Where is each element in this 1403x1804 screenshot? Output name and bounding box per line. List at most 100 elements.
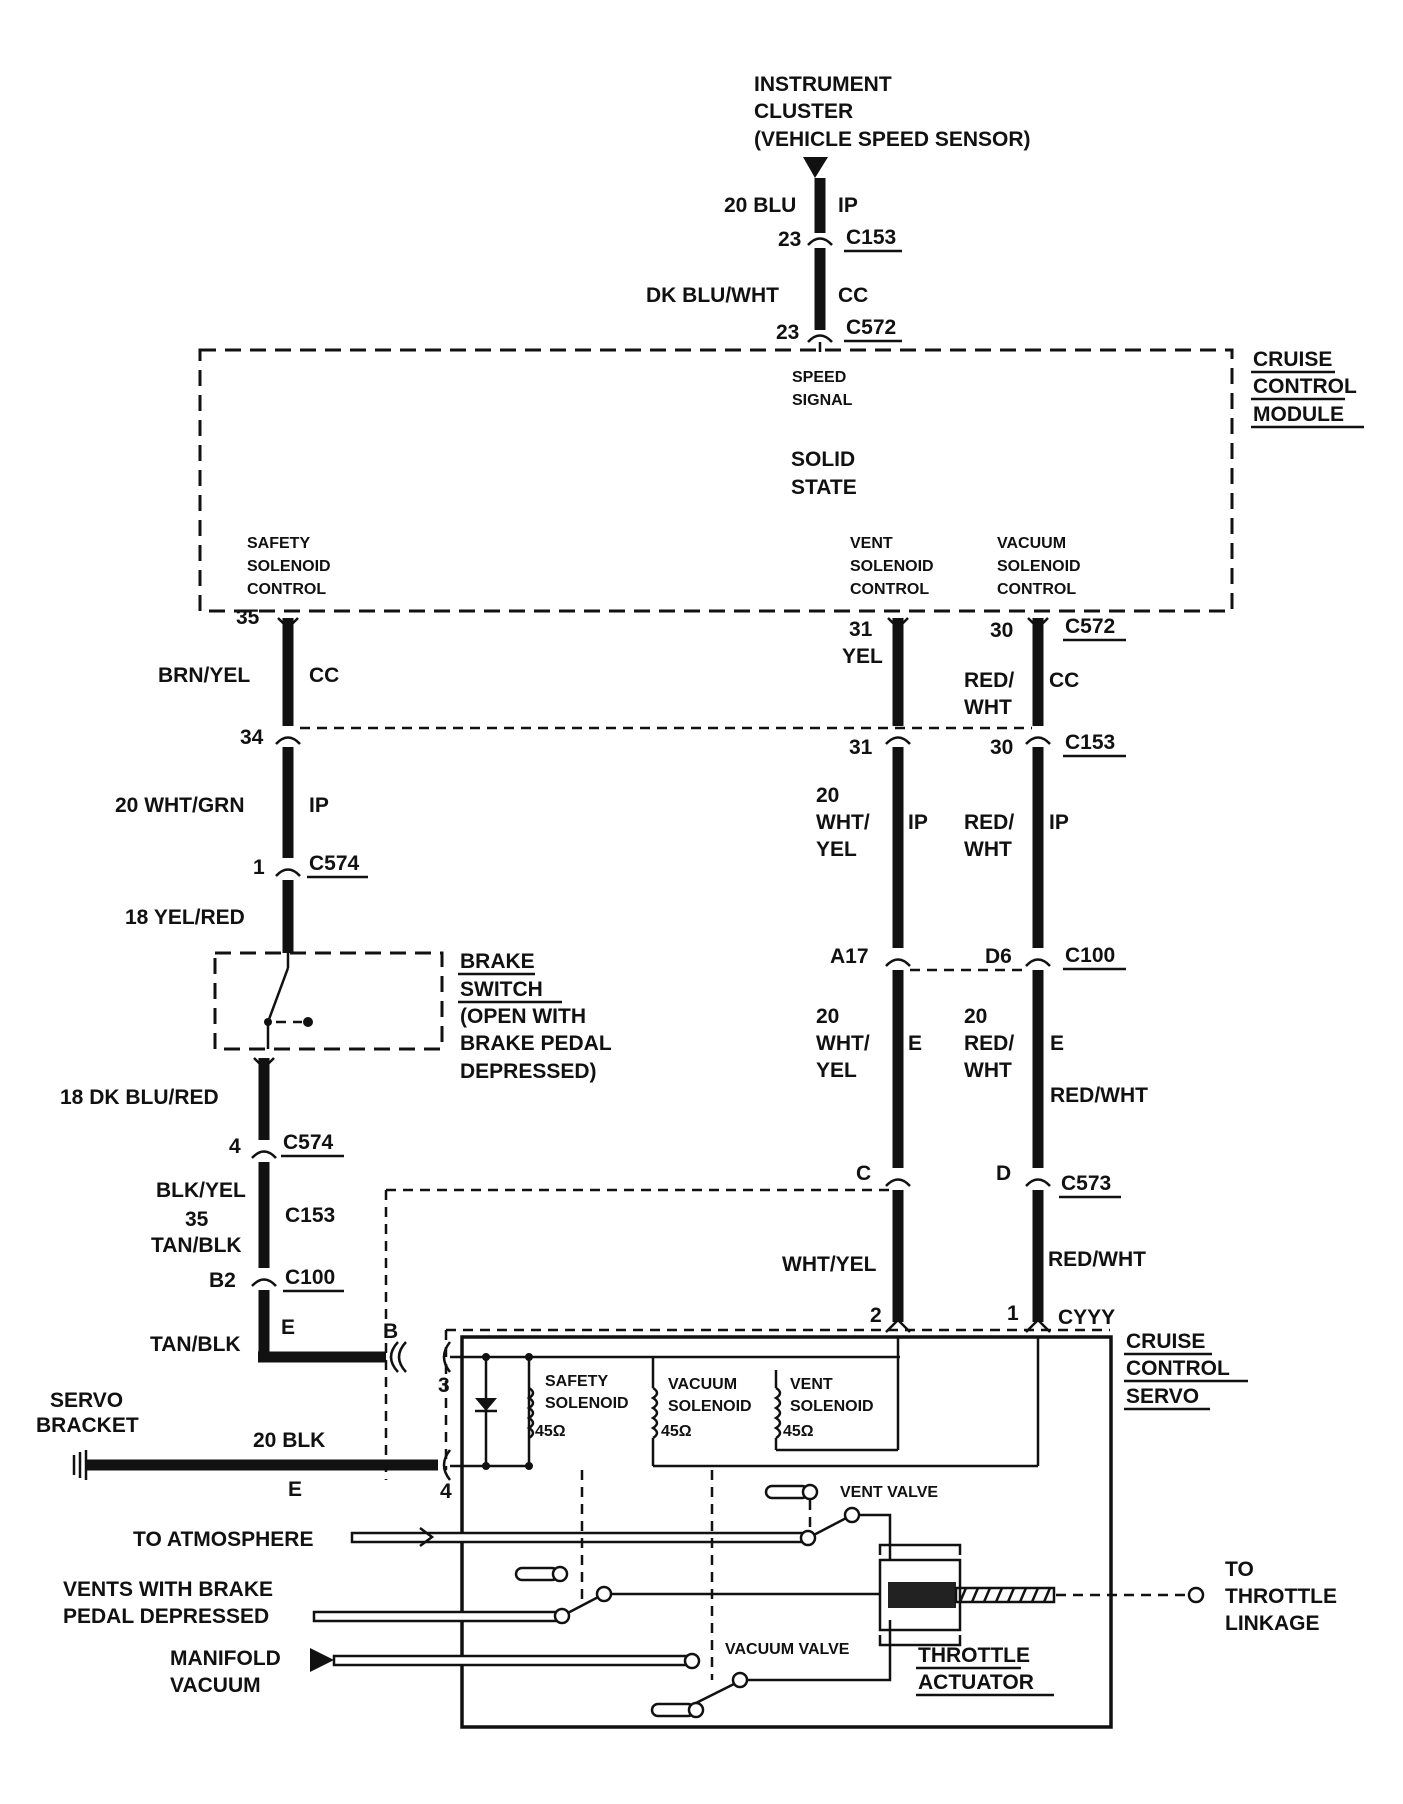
vacuum-gauge-20-label: 20 <box>964 1005 987 1028</box>
vent-wht-lower-label: WHT/ <box>816 1032 870 1055</box>
speed-wire-color-cc: DK BLU/WHT <box>646 284 779 307</box>
safety-solenoid-line-1: SAFETY <box>545 1373 608 1390</box>
vent-valve-label: VENT VALVE <box>840 1484 938 1501</box>
vacuum-solenoid-line-2: SOLENOID <box>668 1398 752 1415</box>
vacuum-control-line-1: VACUUM <box>997 535 1066 552</box>
vent-solenoid-coil-icon <box>773 1386 782 1440</box>
servo-pin-4-label: 4 <box>440 1480 452 1503</box>
vent-wht-label: WHT/ <box>816 811 870 834</box>
brake-switch-box <box>213 951 444 1051</box>
vacuum-wht-mid-label: WHT <box>964 838 1012 861</box>
connector-b-icon-b <box>397 1341 407 1373</box>
connector-c574-lower-label: C574 <box>283 1131 334 1154</box>
servo-title-line-2: CONTROL <box>1126 1357 1230 1380</box>
brake-switch-line-4: BRAKE PEDAL <box>460 1032 612 1055</box>
vent-solenoid-line-2: SOLENOID <box>790 1398 874 1415</box>
manifold-vacuum-hose-icon <box>310 1648 690 1672</box>
throttle-actuator-line-1: THROTTLE <box>918 1644 1030 1667</box>
diode-icon <box>475 1398 497 1411</box>
vent-control-line-3: CONTROL <box>850 581 929 598</box>
wire-red-wht-lower-label: RED/WHT <box>1048 1248 1146 1271</box>
vacuum-control-line-2: SOLENOID <box>997 558 1081 575</box>
connector-c153-speed-icon <box>807 237 833 246</box>
brake-switch-line-3: (OPEN WITH <box>460 1005 586 1028</box>
speed-wire-harness-cc: CC <box>838 284 868 307</box>
vacuum-solenoid-resistance: 45Ω <box>661 1423 692 1440</box>
vacuum-red-mid-label: RED/ <box>964 811 1014 834</box>
servo-pin-3-label: 3 <box>438 1374 450 1397</box>
solid-state-line-2: STATE <box>791 476 857 499</box>
solid-state-line-1: SOLID <box>791 448 855 471</box>
vacuum-solenoid-coil-icon <box>650 1386 659 1440</box>
vents-with-brake-line-2: PEDAL DEPRESSED <box>63 1605 269 1628</box>
to-throttle-line-2: THROTTLE <box>1225 1585 1337 1608</box>
instrument-cluster-line-3: (VEHICLE SPEED SENSOR) <box>754 128 1031 151</box>
wire-brn-yel-label: BRN/YEL <box>158 664 250 687</box>
pin-31-lower-label: 31 <box>849 736 873 759</box>
wire-wht-grn-label: 20 WHT/GRN <box>115 794 245 817</box>
brake-switch-line-5: DEPRESSED) <box>460 1060 597 1083</box>
pin-2-label: 2 <box>870 1304 882 1327</box>
speed-wire-gauge-color: 20 BLU <box>724 194 796 217</box>
pin-35-label: 35 <box>236 606 260 629</box>
speed-wire-pin-c153: 23 <box>778 228 801 251</box>
vacuum-valve-label: VACUUM VALVE <box>725 1641 850 1658</box>
pin-30-lower-label: 30 <box>990 736 1013 759</box>
connector-c574-upper-label: C574 <box>309 852 360 875</box>
vacuum-red-lower-label: RED/ <box>964 1032 1014 1055</box>
connector-c153-label: C153 <box>846 226 896 249</box>
pin-a17-label: A17 <box>830 945 869 968</box>
speed-signal-line-2: SIGNAL <box>792 392 853 409</box>
speed-signal-line-1: SPEED <box>792 369 846 386</box>
connector-c153-right-label: C153 <box>1065 731 1115 754</box>
pin-d6-label: D6 <box>985 945 1012 968</box>
harness-e-left-label: E <box>281 1316 295 1339</box>
servo-title-line-3: SERVO <box>1126 1385 1199 1408</box>
safety-control-line-1: SAFETY <box>247 535 310 552</box>
vent-solenoid-resistance: 45Ω <box>783 1423 814 1440</box>
to-throttle-line-3: LINKAGE <box>1225 1612 1320 1635</box>
speed-wire-harness-ip: IP <box>838 194 858 217</box>
vent-solenoid-line-1: VENT <box>790 1376 833 1393</box>
wire-blk-yel-label: BLK/YEL <box>156 1179 246 1202</box>
connector-b-icon-a <box>389 1341 399 1373</box>
vents-with-brake-line-1: VENTS WITH BRAKE <box>63 1578 273 1601</box>
connector-c100-right-label: C100 <box>1065 944 1115 967</box>
connector-c573-vent-icon <box>885 1178 911 1187</box>
vent-control-line-2: SOLENOID <box>850 558 934 575</box>
vacuum-control-line-3: CONTROL <box>997 581 1076 598</box>
vent-gauge-20-label: 20 <box>816 784 839 807</box>
connector-c153-vacuum-icon <box>1025 736 1051 745</box>
wire-dk-blu-red-label: 18 DK BLU/RED <box>60 1086 219 1109</box>
connector-c573-vacuum-icon <box>1025 1178 1051 1187</box>
wire-wht-yel-label: WHT/YEL <box>782 1253 877 1276</box>
pin-4-label: 4 <box>229 1135 241 1158</box>
pin-b2-label: B2 <box>209 1269 236 1292</box>
safety-solenoid-resistance: 45Ω <box>535 1423 566 1440</box>
instrument-cluster-label: INSTRUMENT CLUSTER (VEHICLE SPEED SENSOR… <box>754 73 1031 151</box>
vacuum-red-upper-label: RED/ <box>964 669 1014 692</box>
pin-30-upper-label: 30 <box>990 619 1013 642</box>
vent-harness-e-label: E <box>908 1032 922 1055</box>
vacuum-wht-lower-label: WHT <box>964 1059 1012 1082</box>
vent-yel-label: YEL <box>816 838 857 861</box>
pin-c-label: C <box>856 1162 871 1185</box>
safety-control-line-3: CONTROL <box>247 581 326 598</box>
harness-e-ground-label: E <box>288 1478 302 1501</box>
servo-title-line-1: CRUISE <box>1126 1330 1205 1353</box>
vacuum-harness-ip-label: IP <box>1049 811 1069 834</box>
vacuum-wht-upper-label: WHT <box>964 696 1012 719</box>
cruise-control-module-title: CRUISE CONTROL MODULE <box>1251 348 1364 429</box>
brake-switch-line-2: SWITCH <box>460 978 543 1001</box>
wire-yel-label: YEL <box>842 645 883 668</box>
connector-c100-vacuum-icon <box>1025 958 1051 967</box>
pin-1-right-label: 1 <box>1007 1302 1019 1325</box>
throttle-actuator-line-2: ACTUATOR <box>918 1671 1034 1694</box>
instrument-cluster-line-2: CLUSTER <box>754 100 853 123</box>
connector-b-label: B <box>383 1320 398 1343</box>
connector-c100-safety-label: C100 <box>285 1266 335 1289</box>
vent-valve-icon <box>764 1483 892 1560</box>
safety-solenoid-coil-icon <box>526 1386 535 1440</box>
speed-sensor-arrow-icon <box>803 157 828 178</box>
